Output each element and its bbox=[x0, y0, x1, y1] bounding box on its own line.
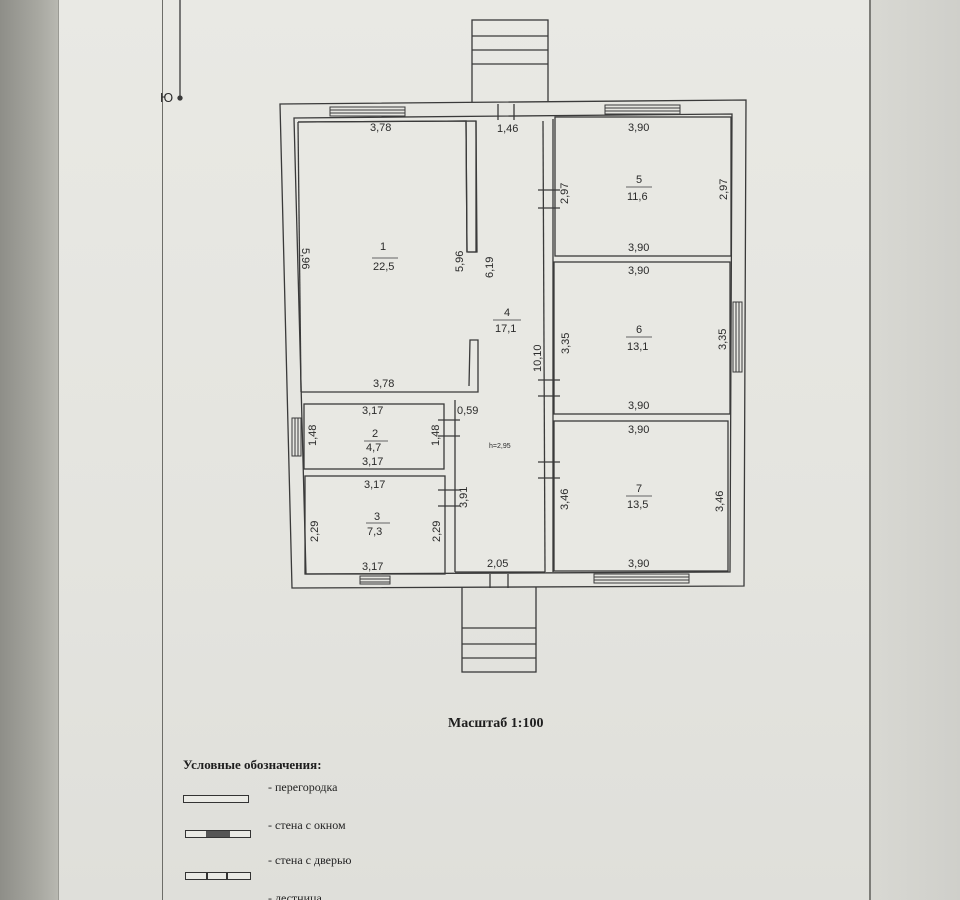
room-7-area: 13,5 bbox=[627, 499, 648, 511]
orientation-mark: Ю bbox=[160, 90, 173, 105]
dim-r3-right: 2,29 bbox=[431, 521, 443, 542]
dim-r6-top: 3,90 bbox=[628, 265, 649, 277]
room-3-outline bbox=[304, 475, 446, 575]
ceiling-height: h=2,95 bbox=[489, 443, 511, 450]
dim-r1-top: 3,78 bbox=[370, 122, 391, 134]
room-2-number: 2 bbox=[372, 428, 378, 440]
room-7-number: 7 bbox=[636, 483, 642, 495]
dim-r7-left: 3,46 bbox=[559, 489, 571, 510]
room-2-area: 4,7 bbox=[366, 442, 381, 454]
dim-corridor-bottom: 2,05 bbox=[487, 558, 508, 570]
legend-window-wall: - стена с окном bbox=[268, 818, 346, 832]
dim-r6-bottom: 3,90 bbox=[628, 400, 649, 412]
dim-r6-right: 3,35 bbox=[717, 329, 729, 350]
scale-caption: Масштаб 1:100 bbox=[448, 716, 544, 731]
dim-r3-left: 2,29 bbox=[309, 521, 321, 542]
dim-r3-top: 3,17 bbox=[364, 479, 385, 491]
legend-partition: - перегородка bbox=[268, 780, 338, 794]
room-1-number: 1 bbox=[380, 241, 386, 253]
dim-r5-left: 2,97 bbox=[559, 183, 571, 204]
door-marks bbox=[438, 104, 560, 588]
room-4-area: 17,1 bbox=[495, 323, 516, 335]
dim-corridor-top: 1,46 bbox=[497, 123, 518, 135]
dim-corridor-length: 10,10 bbox=[532, 344, 544, 372]
room-5-area: 11,6 bbox=[627, 191, 648, 203]
legend-title: Условные обозначения: bbox=[183, 757, 322, 772]
dim-r5-top: 3,90 bbox=[628, 122, 649, 134]
dim-r6-left: 3,35 bbox=[560, 333, 572, 354]
dim-hall-side: 3,91 bbox=[458, 487, 470, 508]
room-6-outline bbox=[553, 261, 731, 415]
room-6-number: 6 bbox=[636, 324, 642, 336]
room-7-outline bbox=[553, 420, 729, 572]
dim-r2-right: 1,48 bbox=[430, 425, 442, 446]
room-5-number: 5 bbox=[636, 174, 642, 186]
room-3-area: 7,3 bbox=[367, 526, 382, 538]
dim-r7-top: 3,90 bbox=[628, 424, 649, 436]
room-6-area: 13,1 bbox=[627, 341, 648, 353]
room-3-number: 3 bbox=[374, 511, 380, 523]
room-4-number: 4 bbox=[504, 307, 510, 319]
partition-symbol bbox=[183, 795, 249, 803]
dim-r7-bottom: 3,90 bbox=[628, 558, 649, 570]
dim-r1-right: 5,96 bbox=[454, 251, 466, 272]
window-wall-symbol bbox=[185, 830, 251, 838]
dim-corridor-right: 6,19 bbox=[484, 257, 496, 278]
dim-r7-right: 3,46 bbox=[714, 491, 726, 512]
top-stairs bbox=[471, 19, 549, 107]
legend-stairs: - лестница bbox=[268, 891, 322, 900]
dim-r2-bottom: 3,17 bbox=[362, 456, 383, 468]
windows bbox=[291, 104, 743, 585]
dim-r5-right: 2,97 bbox=[718, 179, 730, 200]
dim-r3-bottom: 3,17 bbox=[362, 561, 383, 573]
legend-door-wall: - стена с дверью bbox=[268, 853, 352, 867]
bottom-stairs bbox=[461, 585, 537, 673]
north-arrow-dot bbox=[177, 95, 183, 101]
dim-r2-top: 3,17 bbox=[362, 405, 383, 417]
room-5-outline bbox=[554, 116, 732, 257]
dim-r1-left: 5,96 bbox=[299, 248, 311, 269]
dim-hall-width: 0,59 bbox=[457, 405, 478, 417]
dim-r1-bottom: 3,78 bbox=[373, 378, 394, 390]
dim-r5-bottom: 3,90 bbox=[628, 242, 649, 254]
room-1-area: 22,5 bbox=[373, 261, 394, 273]
page-frame-line bbox=[162, 0, 163, 900]
dim-r2-left: 1,48 bbox=[307, 425, 319, 446]
door-wall-symbol bbox=[185, 872, 251, 880]
